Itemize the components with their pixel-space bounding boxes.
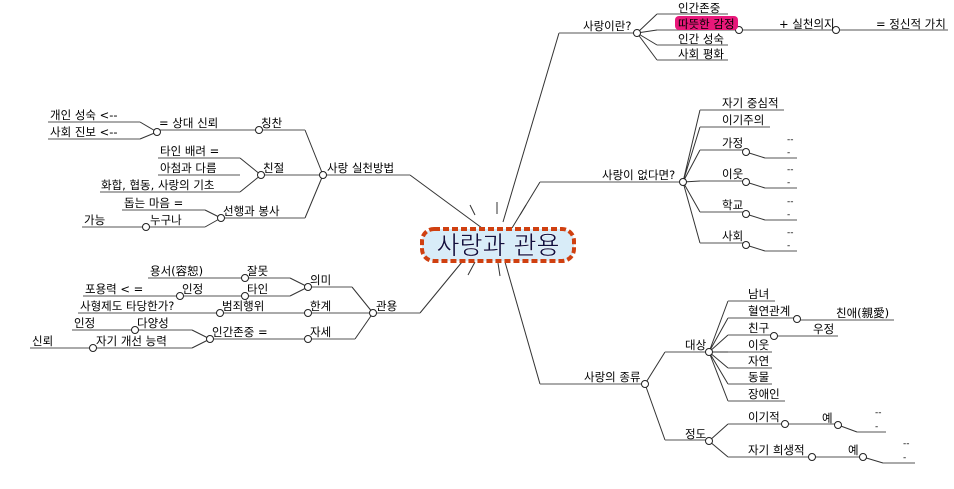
node-label[interactable]: 누구나 — [150, 213, 182, 227]
node-label[interactable]: 장애인 — [748, 387, 780, 401]
node-label[interactable]: + 실천의지 — [779, 17, 835, 31]
node-label[interactable]: = 상대 신뢰 — [159, 116, 218, 130]
dash: - — [787, 210, 790, 220]
node-label[interactable]: 타인 배려 = — [160, 144, 219, 158]
node-label[interactable]: 화합, 협동, 사랑의 기초 — [101, 178, 215, 192]
node-label[interactable]: 가정 — [722, 136, 743, 150]
dash: -- — [903, 439, 910, 449]
node-label[interactable]: 범죄행위 — [222, 299, 264, 313]
node-label[interactable]: 사회 진보 <-- — [50, 125, 118, 139]
node-label[interactable]: 친절 — [263, 161, 284, 175]
node-label[interactable]: 친구 — [748, 321, 769, 335]
node-label[interactable]: 선행과 봉사 — [223, 204, 280, 218]
node-label[interactable]: 예 — [848, 443, 859, 457]
node-handles[interactable] — [89, 26, 867, 461]
node-label[interactable]: 사랑의 종류 — [584, 370, 641, 384]
node-label[interactable]: 인간존중 — [678, 1, 720, 15]
dash: -- — [787, 228, 794, 238]
node-label[interactable]: 혈연관계 — [748, 304, 790, 318]
node-label[interactable]: 한계 — [310, 299, 331, 313]
dash: -- — [787, 135, 794, 145]
node-label[interactable]: 가능 — [84, 213, 105, 227]
node-label[interactable]: 아첨과 다름 — [160, 161, 217, 175]
branch-what-is-love[interactable]: 사랑이란? 인간존중 따뜻한 감정 인간 성숙 사회 평화 + 실천의지 = 정… — [583, 1, 946, 61]
node-label[interactable]: 사회 평화 — [678, 47, 724, 61]
node-label[interactable]: 다양성 — [137, 316, 169, 330]
dash: - — [787, 241, 790, 251]
node-label[interactable]: 타인 — [247, 282, 268, 296]
node-label[interactable]: 사랑 실천방법 — [327, 161, 394, 175]
node-label[interactable]: 이기주의 — [722, 113, 764, 127]
central-topic-label: 사랑과 관용 — [437, 231, 560, 260]
node-label[interactable]: 자기 희생적 — [748, 443, 805, 457]
node-label[interactable]: 이웃 — [722, 167, 743, 181]
node-label[interactable]: 돕는 마음 = — [124, 196, 183, 210]
branch-tolerance[interactable]: 관용 의미 잘못 용서(容恕) 타인 인정 포용력 < = 한계 범죄행위 사형… — [32, 264, 397, 348]
dash: - — [903, 453, 906, 463]
node-label[interactable]: 자기 중심적 — [722, 96, 779, 110]
node-label[interactable]: 자세 — [310, 325, 331, 339]
node-label[interactable]: 우정 — [813, 322, 834, 336]
node-label[interactable]: 신뢰 — [32, 334, 53, 348]
node-label[interactable]: 칭찬 — [261, 116, 283, 130]
dash: - — [787, 178, 790, 188]
node-label[interactable]: 사회 — [722, 229, 743, 243]
node-label[interactable]: 정도 — [685, 427, 706, 441]
dash: -- — [787, 197, 794, 207]
node-label[interactable]: 인정 — [74, 316, 95, 330]
node-label[interactable]: 관용 — [376, 299, 397, 313]
branch-without-love[interactable]: 사랑이 없다면? 자기 중심적 이기주의 가정 이웃 학교 사회 -- - --… — [602, 96, 794, 251]
node-label[interactable]: 잘못 — [247, 264, 268, 278]
branch-kinds-of-love[interactable]: 사랑의 종류 대상 남녀 혈연관계 친애(親愛) 친구 우정 이웃 자연 동물 … — [584, 287, 910, 463]
node-label[interactable]: 대상 — [685, 338, 707, 352]
node-label[interactable]: 이기적 — [748, 410, 780, 424]
node-label[interactable]: 인간 성숙 — [678, 32, 724, 46]
dash: - — [787, 148, 790, 158]
node-label[interactable]: 친애(親愛) — [836, 306, 889, 320]
central-topic[interactable]: 사랑과 관용 — [420, 227, 576, 263]
node-label[interactable]: 자기 개선 능력 — [96, 334, 167, 348]
node-label[interactable]: 자연 — [748, 354, 769, 368]
dash: -- — [875, 408, 882, 418]
node-label[interactable]: 용서(容恕) — [150, 264, 203, 278]
node-label[interactable]: 사형제도 타당한가? — [80, 299, 174, 313]
node-label[interactable]: 개인 성숙 <-- — [50, 108, 118, 122]
dash: - — [875, 422, 878, 432]
node-label[interactable]: 예 — [822, 411, 833, 425]
connectors — [139, 13, 884, 464]
node-label[interactable]: 동물 — [748, 370, 769, 384]
node-label[interactable]: 사랑이란? — [583, 19, 631, 33]
node-label[interactable]: 포용력 < = — [85, 282, 143, 296]
branch-practice[interactable]: 사랑 실천방법 칭찬 = 상대 신뢰 개인 성숙 <-- 사회 진보 <-- 친… — [50, 108, 394, 227]
underlines — [30, 13, 948, 464]
node-label[interactable]: 남녀 — [748, 287, 769, 301]
dash: -- — [787, 165, 794, 175]
node-label[interactable]: 이웃 — [748, 338, 769, 352]
node-label[interactable]: 학교 — [722, 198, 743, 212]
node-label[interactable]: 사랑이 없다면? — [602, 168, 675, 182]
node-label[interactable]: = 정신적 가치 — [876, 17, 946, 31]
node-label[interactable]: 인정 — [182, 282, 203, 296]
node-label-highlighted[interactable]: 따뜻한 감정 — [678, 17, 735, 31]
highlight-marker — [675, 16, 738, 30]
node-label[interactable]: 인간존중 = — [212, 325, 268, 339]
node-label[interactable]: 의미 — [310, 273, 331, 287]
